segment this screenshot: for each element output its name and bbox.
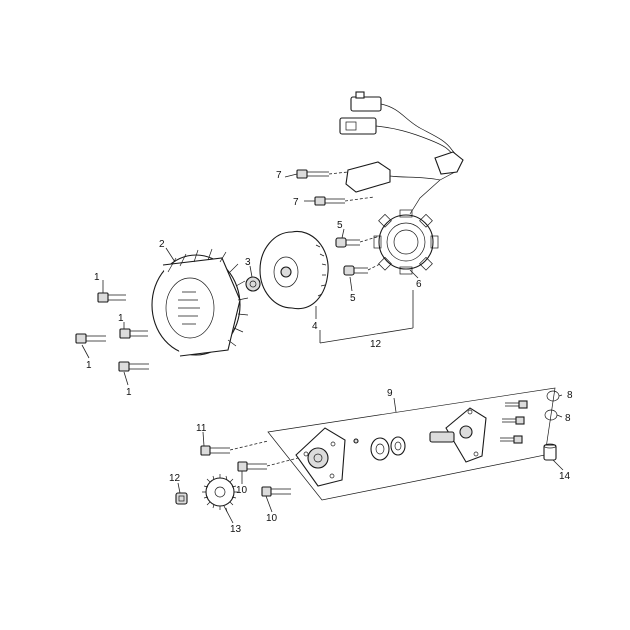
- callout-5b: 5: [350, 293, 356, 304]
- callout-3: 3: [245, 257, 251, 268]
- callout-8a: 8: [567, 390, 573, 401]
- bolt-7-lower: [314, 196, 375, 206]
- bolt-1-b: [119, 328, 148, 339]
- pickup-coil: [345, 161, 441, 193]
- callout-7a: 7: [276, 170, 282, 181]
- bolt-1-c: [75, 333, 106, 344]
- bolt-10-lower: [261, 486, 291, 497]
- callout-9: 9: [387, 388, 393, 399]
- callout-7b: 7: [293, 197, 299, 208]
- callout-11: 11: [196, 423, 207, 434]
- callout-12-nut: 12: [169, 473, 181, 484]
- flywheel-nut: [245, 276, 261, 292]
- callout-14: 14: [559, 471, 571, 482]
- bolt-7-upper: [296, 169, 349, 179]
- callout-8b: 8: [565, 413, 571, 424]
- callout-5a: 5: [337, 220, 343, 231]
- starter-bracket-left: [295, 427, 346, 487]
- callout-1c: 1: [86, 360, 92, 371]
- callout-10b: 10: [266, 513, 278, 524]
- nut-12: [175, 492, 188, 505]
- bolt-11: [200, 440, 269, 456]
- screw-5-lower: [343, 263, 381, 276]
- callout-1d: 1: [126, 387, 132, 398]
- stator-coil: [373, 209, 439, 275]
- leader-lines: [81, 173, 564, 524]
- callout-10a: 10: [236, 485, 248, 496]
- screw-5-upper: [335, 235, 381, 248]
- callout-1a: 1: [94, 272, 100, 283]
- wiring-harness: [339, 91, 464, 215]
- callout-4: 4: [312, 321, 318, 332]
- bolt-set-right: [500, 400, 528, 444]
- sprocket-13: [202, 474, 238, 513]
- callout-labels: 1 1 1 1 2 3 4 5 5 6 7 7 8 8 9 10 10 11 1…: [86, 170, 573, 535]
- callout-2: 2: [159, 239, 165, 250]
- bolt-1-d: [118, 361, 149, 372]
- callout-6: 6: [416, 279, 422, 290]
- starter-bearing: [353, 436, 406, 461]
- cooling-fan: [151, 248, 249, 357]
- callout-1b: 1: [118, 313, 124, 324]
- callout-13: 13: [230, 524, 242, 535]
- callout-12-magneto: 12: [370, 339, 382, 350]
- flywheel-rotor: [259, 230, 329, 310]
- collar-14: [543, 443, 557, 461]
- bolt-1-a: [97, 292, 126, 303]
- bolt-10-upper: [237, 457, 299, 472]
- starter-bracket-right: [429, 407, 487, 463]
